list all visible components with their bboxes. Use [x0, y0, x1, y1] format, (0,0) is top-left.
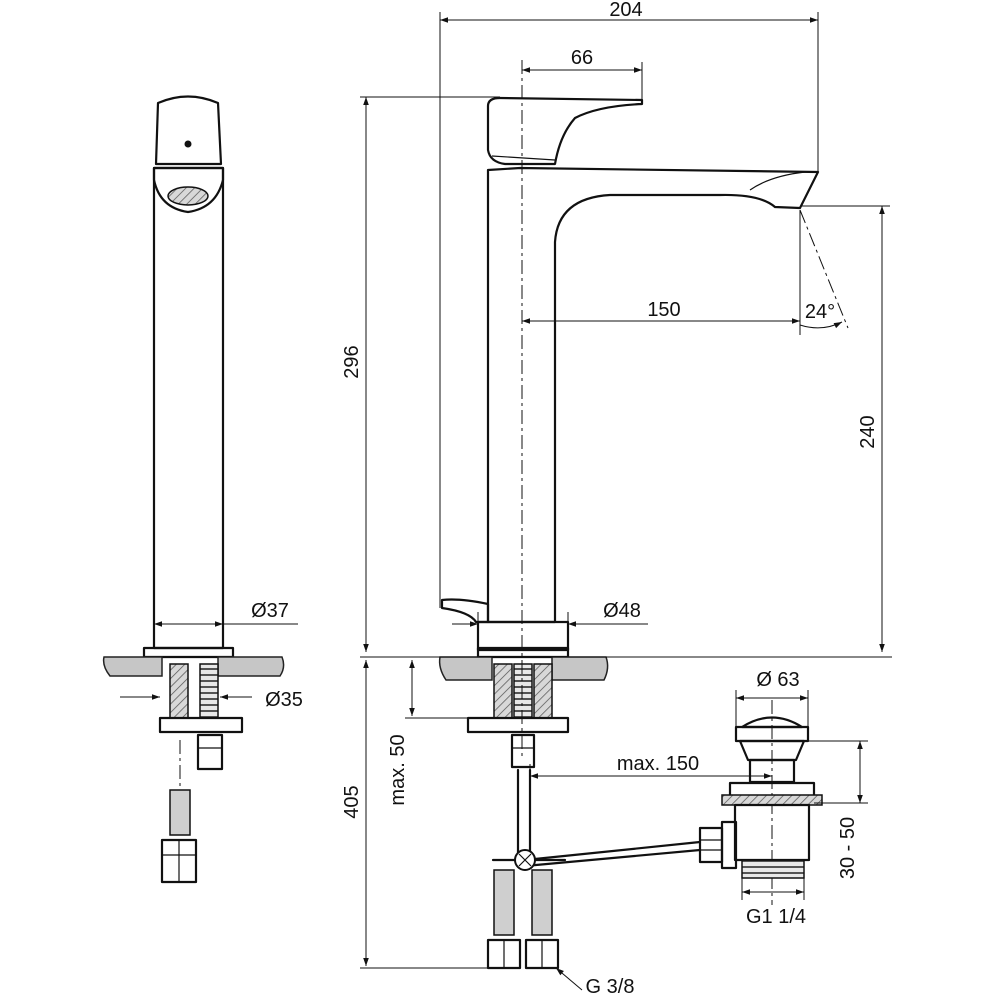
front-hose-left	[493, 869, 515, 936]
label-max-rod: max. 150	[617, 753, 699, 775]
front-fixing-stud-right	[533, 663, 553, 719]
waste-thread	[741, 859, 805, 879]
front-base	[476, 620, 570, 652]
front-fixing-stud-left	[493, 663, 513, 719]
side-base	[142, 646, 235, 659]
front-counter-left	[438, 656, 493, 681]
front-linkage-clamp-cross	[518, 853, 532, 867]
label-hole-diameter: Ø35	[265, 689, 303, 711]
label-spout-height: 240	[857, 415, 879, 448]
label-spout-reach: 150	[647, 299, 680, 321]
label-base-diameter: Ø48	[603, 600, 641, 622]
label-waste-thread: G1 1/4	[746, 906, 806, 928]
front-handle-base-line	[491, 155, 556, 161]
pop-up-waste	[698, 700, 823, 905]
side-fixing-thread	[199, 663, 219, 719]
side-aerator-icon	[167, 186, 209, 206]
side-body	[152, 166, 225, 650]
dimension-labels: 204 66 150 24° 296 240 Ø37 Ø48 Ø35 405 m…	[251, 0, 879, 998]
waste-pivot-body	[720, 820, 738, 870]
side-handle	[154, 95, 223, 166]
waste-flange	[738, 739, 806, 762]
label-overall-width: 204	[609, 0, 642, 21]
waste-nut-thread	[721, 794, 823, 806]
side-fixing-stud	[169, 663, 189, 719]
side-view	[102, 95, 285, 884]
side-hose-nut	[196, 733, 224, 771]
leader-hose-thread	[555, 967, 583, 991]
front-drain-lever	[440, 598, 490, 624]
front-counter-right	[551, 656, 609, 681]
waste-pivot-nut	[698, 826, 724, 864]
front-body-spout	[486, 166, 820, 624]
spray-angle-line	[799, 209, 849, 329]
side-counter-left	[102, 656, 163, 677]
side-spout-head	[152, 166, 225, 214]
label-waste-range: 30 - 50	[837, 817, 859, 879]
label-total-height: 296	[341, 345, 363, 378]
front-view	[438, 60, 849, 970]
label-waste-diameter: Ø 63	[756, 669, 799, 691]
front-fixing-thread	[513, 663, 533, 719]
front-fixing-plate	[466, 716, 570, 734]
label-spray-angle: 24°	[805, 301, 835, 323]
side-hose	[169, 789, 191, 836]
label-handle-offset: 66	[571, 47, 593, 69]
label-body-diameter: Ø37	[251, 600, 289, 622]
front-linkage-rod2	[523, 848, 702, 868]
front-hose-right	[531, 869, 553, 936]
front-linkage-rod	[523, 840, 702, 862]
label-hose-thread: G 3/8	[586, 976, 635, 998]
side-fixing-plate	[158, 716, 244, 734]
dimension-lines	[120, 12, 892, 991]
front-handle	[486, 96, 644, 166]
side-handle-dot	[184, 140, 192, 148]
label-below-counter-length: 405	[341, 785, 363, 818]
angle-arc-24	[799, 321, 843, 329]
side-counter-right	[217, 656, 285, 677]
front-spout-tip	[749, 171, 818, 191]
front-hose-nut	[510, 733, 536, 769]
label-max-thickness: max. 50	[387, 734, 409, 805]
